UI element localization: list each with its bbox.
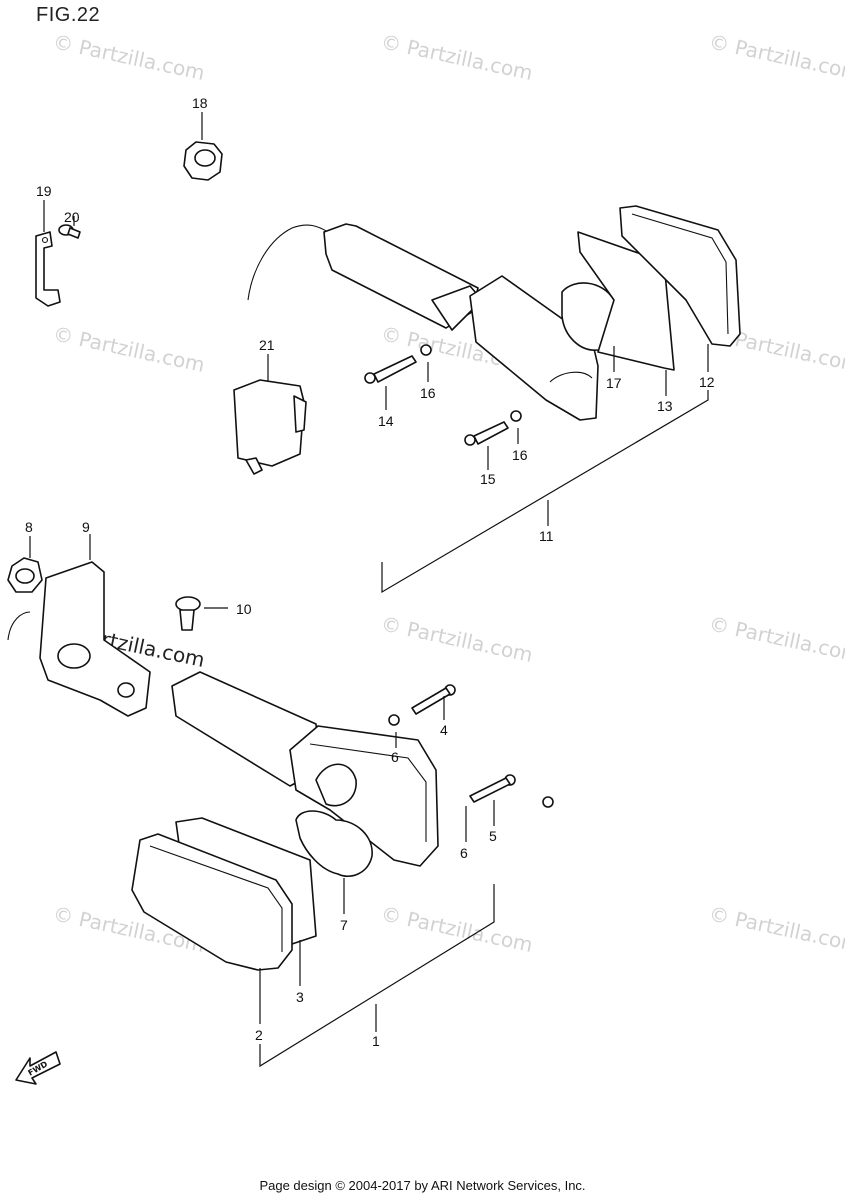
part-4-screw[interactable] — [411, 684, 456, 720]
callout-5: 5 — [489, 828, 497, 844]
part-16-washer-a[interactable] — [420, 344, 432, 382]
callout-11: 11 — [539, 528, 554, 544]
watermark: © Partzilla.com — [707, 901, 845, 957]
part-18-nut[interactable] — [183, 112, 223, 181]
part-16-washer-b[interactable] — [510, 410, 522, 444]
watermark: © Partzilla.com — [379, 901, 535, 957]
callout-18: 18 — [192, 95, 208, 111]
watermark: © Partzilla.com — [379, 29, 535, 85]
callout-19: 19 — [36, 183, 52, 199]
part-15-screw[interactable] — [464, 421, 509, 470]
part-6-washer-a[interactable] — [388, 714, 400, 748]
callout-10: 10 — [236, 601, 252, 617]
part-14-screw[interactable] — [364, 355, 417, 410]
upper-turn-signal[interactable] — [247, 205, 741, 421]
callout-16: 16 — [420, 385, 436, 401]
callout-16: 16 — [512, 447, 528, 463]
part-20-screw[interactable] — [58, 216, 81, 239]
part-5-screw[interactable] — [469, 774, 516, 826]
watermark: © Partzilla.com — [379, 611, 535, 667]
callout-20: 20 — [64, 209, 80, 225]
watermark: © Partzilla.com — [707, 29, 845, 85]
callout-9: 9 — [82, 519, 90, 535]
watermarks: © Partzilla.com © Partzilla.com © Partzi… — [51, 29, 845, 957]
part-21-relay[interactable] — [233, 354, 307, 475]
callout-15: 15 — [480, 471, 496, 487]
callout-7: 7 — [340, 917, 348, 933]
watermark: © Partzilla.com — [51, 321, 207, 377]
watermark: © Partzilla.com — [707, 611, 845, 667]
callout-4: 4 — [440, 722, 448, 738]
part-8-nut[interactable] — [7, 536, 43, 593]
part-19-bracket[interactable] — [35, 200, 61, 307]
figure-title: FIG.22 — [36, 4, 101, 26]
lower-turn-signal[interactable] — [131, 671, 439, 1024]
callout-2: 2 — [255, 1027, 263, 1043]
callout-12: 12 — [699, 374, 715, 390]
callout-14: 14 — [378, 413, 394, 429]
part-9-bracket[interactable] — [7, 534, 151, 717]
callout-13: 13 — [657, 398, 673, 414]
callout-3: 3 — [296, 989, 304, 1005]
callout-6: 6 — [460, 845, 468, 861]
callout-labels: 18 19 20 21 14 16 15 16 17 13 12 11 8 9 … — [25, 95, 715, 1049]
callout-21: 21 — [259, 337, 275, 353]
callout-6: 6 — [391, 749, 399, 765]
part-6-washer-b[interactable] — [465, 796, 554, 842]
page-footer: Page design © 2004-2017 by ARI Network S… — [259, 1178, 586, 1193]
callout-8: 8 — [25, 519, 33, 535]
bracket-line-1 — [259, 884, 495, 1068]
bracket-line-11 — [381, 390, 709, 594]
callout-1: 1 — [372, 1033, 380, 1049]
fwd-arrow: FWD — [15, 1051, 61, 1085]
part-10-screw[interactable] — [175, 596, 228, 631]
callout-17: 17 — [606, 375, 622, 391]
watermark: © Partzilla.com — [51, 29, 207, 85]
